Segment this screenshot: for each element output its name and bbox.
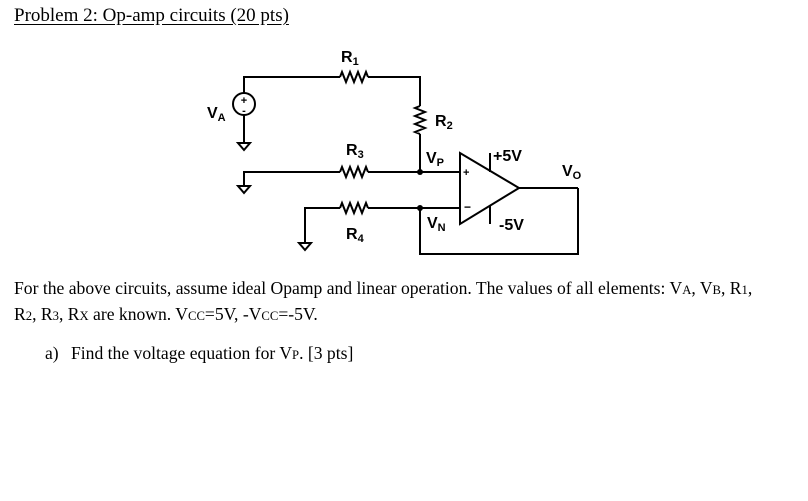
wire-r1-r2 — [368, 76, 421, 106]
resistor-r1 — [339, 69, 369, 85]
wire-feedback — [419, 188, 579, 255]
op-amp-circuit-diagram: + - + − R1 R2 R3 R4 VA VP VN VO +5V -5V — [207, 49, 582, 255]
question-text: Find the voltage equation for VP. [3 pts… — [71, 343, 354, 363]
question-label: a) — [45, 343, 59, 363]
label-r2: R2 — [435, 113, 453, 132]
problem-description: For the above circuits, assume ideal Opa… — [14, 276, 799, 328]
ground-symbol-1 — [235, 142, 253, 152]
wire-va-r1 — [243, 76, 340, 93]
problem-title: Problem 2: Op-amp circuits (20 pts) — [14, 5, 289, 26]
resistor-r3 — [339, 164, 369, 180]
label-r1: R1 — [341, 49, 359, 68]
source-minus-sign: - — [242, 105, 246, 117]
wire-ground3-r4 — [304, 207, 340, 243]
label-vcc-positive: +5V — [493, 148, 522, 165]
source-plus-sign: + — [241, 95, 247, 107]
ground-symbol-2 — [235, 185, 253, 195]
wire-ground2-r3 — [243, 171, 340, 186]
resistor-r2 — [412, 105, 428, 135]
resistor-r4 — [339, 200, 369, 216]
junction-vn — [417, 205, 423, 211]
label-r3: R3 — [346, 142, 364, 161]
label-r4: R4 — [346, 226, 365, 245]
label-vcc-negative: -5V — [499, 217, 524, 234]
opamp-plus-input-mark: + — [463, 167, 469, 179]
ground-symbol-3 — [296, 242, 314, 252]
junction-vp — [417, 169, 423, 175]
description-line-1: For the above circuits, assume ideal Opa… — [14, 278, 753, 298]
label-vn: VN — [427, 215, 446, 234]
question-a: a) Find the voltage equation for VP. [3 p… — [45, 343, 353, 364]
description-line-2: R2, R3, RX are known. VCC=5V, -VCC=-5V. — [14, 304, 318, 324]
label-vp: VP — [426, 150, 444, 169]
label-vo: VO — [562, 163, 582, 182]
label-va: VA — [207, 105, 226, 124]
opamp-minus-input-mark: − — [464, 200, 471, 214]
